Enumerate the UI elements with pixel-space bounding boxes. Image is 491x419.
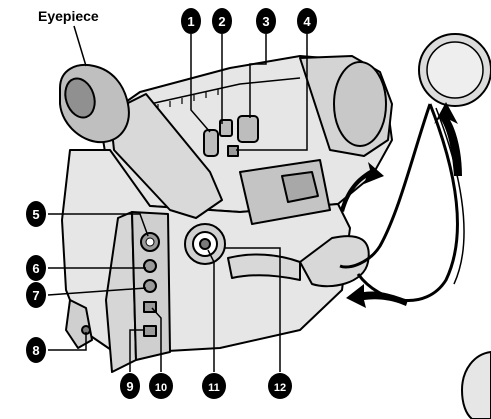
leader-line-12 xyxy=(224,247,281,372)
callout-10: 10 xyxy=(149,373,173,399)
eyepiece-label: Eyepiece xyxy=(38,8,99,24)
partial-illustration xyxy=(460,350,491,419)
callout-9-marker xyxy=(120,373,140,399)
callout-1: 1 xyxy=(181,8,201,34)
callout-3-marker xyxy=(256,8,276,34)
callout-5: 5 xyxy=(26,201,46,227)
callout-9-text: 9 xyxy=(126,379,133,394)
leader-lines xyxy=(47,34,308,372)
callout-6-text: 6 xyxy=(32,261,39,276)
leader-line-1 xyxy=(190,34,211,133)
s-video-jack-inner xyxy=(145,237,155,247)
strap-loop-inner xyxy=(435,107,465,285)
lcd-window xyxy=(281,171,319,203)
power-switch xyxy=(237,115,259,143)
callout-7-text: 7 xyxy=(32,288,39,303)
leader-line-4 xyxy=(236,34,308,151)
callout-12: 12 xyxy=(268,373,292,399)
callout-12-text: 12 xyxy=(274,382,286,394)
arrow-up-right xyxy=(434,102,462,176)
dc-jack xyxy=(143,325,157,337)
lens-front xyxy=(333,61,387,147)
grip-strap xyxy=(299,235,370,288)
callout-9: 9 xyxy=(120,373,140,399)
callout-4-text: 4 xyxy=(303,14,311,29)
edit-jack xyxy=(143,301,157,313)
callout-10-text: 10 xyxy=(155,382,167,394)
zoom-lever xyxy=(203,129,219,157)
callout-3-text: 3 xyxy=(262,14,269,29)
top-ridge xyxy=(149,77,301,105)
viewfinder-body xyxy=(109,93,223,219)
callout-5-text: 5 xyxy=(32,207,39,222)
callout-8: 8 xyxy=(26,337,46,363)
callout-11: 11 xyxy=(202,373,226,399)
eyepiece-lens xyxy=(64,77,96,119)
connector-cover xyxy=(105,211,137,373)
leader-line-8 xyxy=(48,332,87,351)
callout-2-marker xyxy=(212,8,232,34)
leader-line-7 xyxy=(47,287,147,296)
callout-7: 7 xyxy=(26,282,46,308)
leader-line-3 xyxy=(249,34,267,118)
callout-8-marker xyxy=(26,337,46,363)
lens-cap-inner xyxy=(426,41,484,99)
arrow-left-lower xyxy=(346,284,408,308)
callout-8-text: 8 xyxy=(32,343,39,358)
leader-line-5 xyxy=(48,213,149,237)
strap-arrows xyxy=(340,102,462,308)
eyepiece-leader xyxy=(73,25,87,67)
callout-11-marker xyxy=(202,373,226,399)
callout-1-text: 1 xyxy=(187,14,194,29)
leader-line-10 xyxy=(151,307,162,372)
audio-jack xyxy=(143,259,157,273)
arrow-left-upper xyxy=(340,162,384,212)
callout-4-marker xyxy=(297,8,317,34)
callout-11-text: 11 xyxy=(208,382,220,394)
callout-12-marker xyxy=(268,373,292,399)
lens-cap-strap xyxy=(339,103,432,269)
callout-2: 2 xyxy=(212,8,232,34)
callout-6-marker xyxy=(26,255,46,281)
leader-line-11 xyxy=(207,249,215,372)
callout-2-text: 2 xyxy=(218,14,225,29)
callout-7-marker xyxy=(26,282,46,308)
lock-button xyxy=(227,145,239,157)
callout-10-marker xyxy=(149,373,173,399)
camcorder-illustration xyxy=(59,55,393,373)
callout-5-marker xyxy=(26,201,46,227)
video-jack xyxy=(143,279,157,293)
record-dial-center xyxy=(199,238,211,250)
leader-line-9 xyxy=(129,329,144,372)
callout-6: 6 xyxy=(26,255,46,281)
grip-strap-band xyxy=(227,253,301,281)
callout-4: 4 xyxy=(297,8,317,34)
callout-3: 3 xyxy=(256,8,276,34)
snapshot-button xyxy=(219,119,233,137)
callout-1-marker xyxy=(181,8,201,34)
